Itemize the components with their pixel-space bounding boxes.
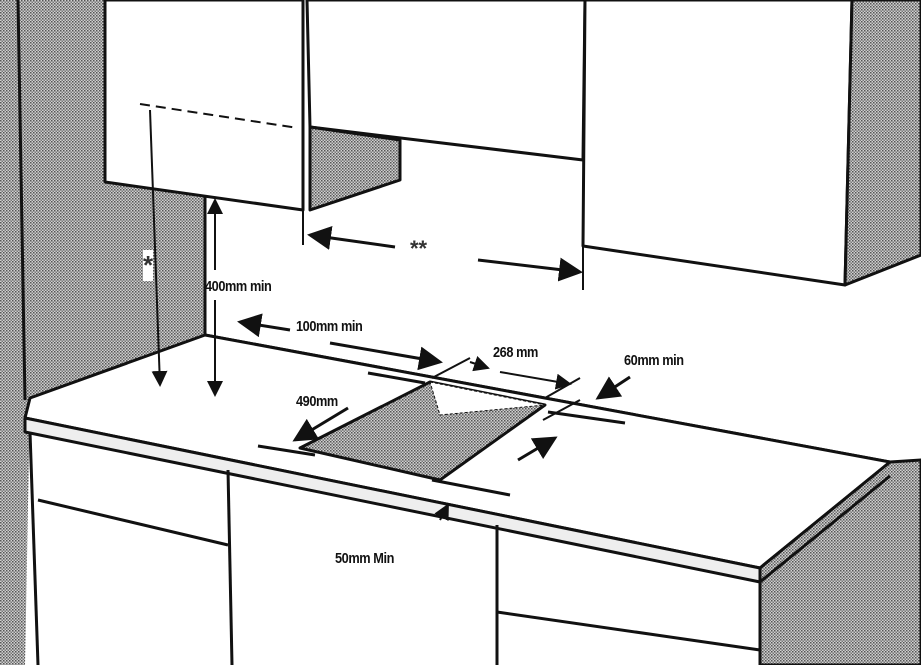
left-wall xyxy=(0,0,205,665)
back-clearance-label: 60mm min xyxy=(624,352,684,369)
cutout-width-label: 268 mm xyxy=(493,344,538,361)
middle-cabinet-underside xyxy=(308,125,402,212)
min-height-label: 400mm min xyxy=(205,278,272,295)
side-clearance-label: 100mm min xyxy=(296,318,363,335)
right-upper-cabinet xyxy=(581,0,854,287)
right-wall xyxy=(843,0,921,287)
cabinet-gap-marker: ** xyxy=(410,236,428,262)
hood-height-marker: * xyxy=(143,250,154,281)
left-upper-cabinet xyxy=(103,0,305,212)
cutout-depth-label: 490mm xyxy=(296,393,338,410)
front-clearance-label: 50mm Min xyxy=(335,550,394,567)
